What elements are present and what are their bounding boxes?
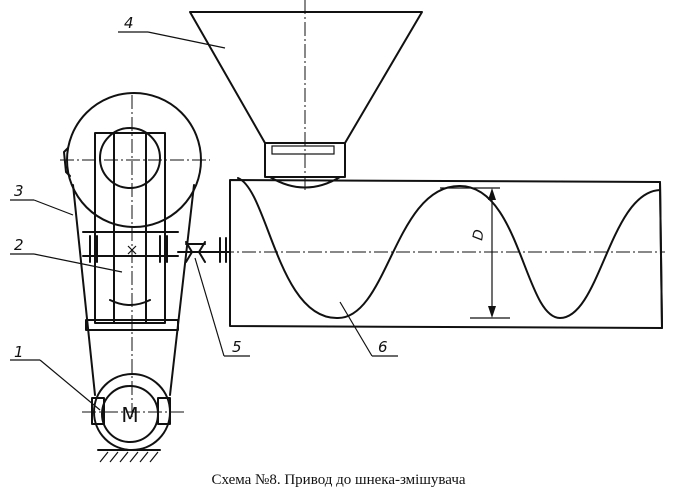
- callout-label: 3: [14, 182, 24, 200]
- callout-6: 6: [339, 301, 398, 357]
- hopper: [189, 0, 423, 192]
- bearing-frame: [60, 95, 210, 420]
- callout-label: 4: [124, 14, 134, 32]
- callout-4: 4: [118, 14, 226, 49]
- figure-caption: Схема №8. Привод до шнека-змішувача: [211, 472, 466, 488]
- callout-2: 2: [10, 236, 123, 273]
- ground-base: [97, 449, 161, 463]
- callout-label: 5: [232, 338, 242, 356]
- motor: M: [82, 373, 184, 451]
- callout-label: 6: [378, 338, 388, 356]
- callout-label: 2: [14, 236, 24, 254]
- motor-label: M: [121, 403, 138, 427]
- mixer-trough: [229, 179, 663, 329]
- callout-3: 3: [10, 182, 74, 216]
- screw-diameter-dimension: D: [440, 187, 510, 319]
- mixer-screw: [237, 177, 661, 320]
- callout-5: 5: [194, 257, 250, 357]
- callout-1: 1: [10, 343, 101, 411]
- dimension-label: D: [470, 228, 488, 242]
- callout-label: 1: [14, 343, 24, 361]
